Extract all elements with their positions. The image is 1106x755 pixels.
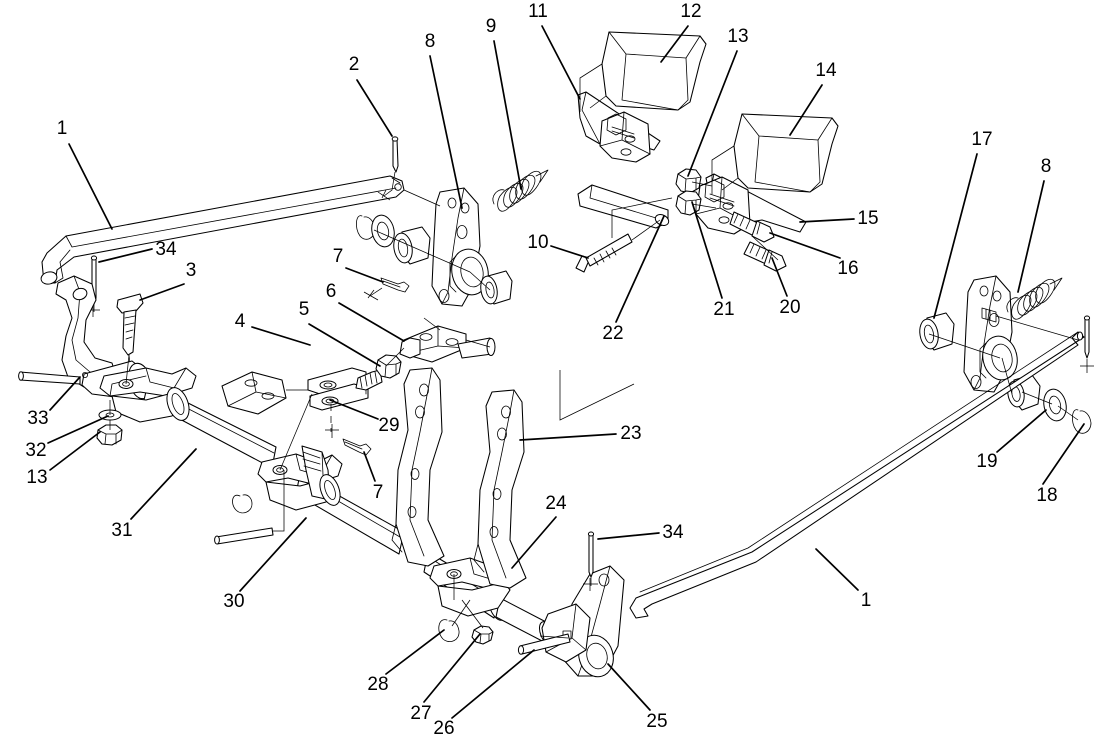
callout-number: 7 xyxy=(373,482,384,503)
assembly-guide-lines xyxy=(109,181,1079,639)
callout-number: 5 xyxy=(299,299,310,320)
part-cotter-pin-7-lower xyxy=(325,404,372,456)
callout-number: 9 xyxy=(486,16,497,37)
callout-number: 1 xyxy=(861,590,872,611)
callout-number: 28 xyxy=(367,674,388,695)
part-spring-9 xyxy=(492,169,549,212)
callout-number: 16 xyxy=(837,258,858,279)
part-right-long-rod-1 xyxy=(629,331,1085,619)
callout-number: 19 xyxy=(976,451,997,472)
callout-number: 22 xyxy=(602,323,623,344)
callout-number: 8 xyxy=(425,31,436,52)
part-nut-5 xyxy=(375,354,402,379)
callout-number: 17 xyxy=(971,129,992,150)
callout-number: 1 xyxy=(57,118,68,139)
callout-number: 32 xyxy=(25,440,46,461)
part-pedal-pad-14 xyxy=(711,113,839,194)
callout-number: 15 xyxy=(857,208,878,229)
callout-number: 8 xyxy=(1041,156,1052,177)
part-pin-34-right xyxy=(583,531,598,591)
part-bolt-20 xyxy=(743,241,787,272)
part-pin-34-left xyxy=(86,255,100,317)
callout-number: 2 xyxy=(349,54,360,75)
part-left-long-rod xyxy=(40,175,405,285)
callout-number: 23 xyxy=(620,423,641,444)
callout-number: 25 xyxy=(646,711,667,732)
part-link-6 xyxy=(399,317,496,363)
callout-number: 26 xyxy=(433,718,454,739)
part-pedal-arm-11 xyxy=(577,91,661,163)
part-clamp-block-left xyxy=(96,367,197,446)
callout-number: 6 xyxy=(326,281,337,302)
part-block-4 xyxy=(221,371,338,415)
part-bushing-17 xyxy=(919,312,955,351)
callout-number: 13 xyxy=(727,26,748,47)
callout-number: 31 xyxy=(111,520,132,541)
callout-number: 11 xyxy=(528,1,548,22)
part-yoke-29 xyxy=(307,367,383,411)
callout-number: 3 xyxy=(186,260,197,281)
callout-number: 20 xyxy=(779,297,800,318)
part-nut-13a xyxy=(675,168,702,194)
callout-number: 29 xyxy=(378,415,399,436)
callout-number: 21 xyxy=(713,299,734,320)
callout-number: 18 xyxy=(1036,485,1057,506)
callout-number: 33 xyxy=(27,408,48,429)
part-rod-22 xyxy=(577,184,673,238)
callout-number: 14 xyxy=(815,60,837,81)
part-bolt-16 xyxy=(729,211,775,243)
callout-number: 10 xyxy=(527,232,548,253)
part-cotter-pin-upper xyxy=(377,136,399,201)
part-lift-arm-left-23 xyxy=(391,367,445,567)
callout-number: 34 xyxy=(155,239,177,260)
part-pivot-arm-8-left xyxy=(431,187,513,307)
callout-number: 12 xyxy=(680,1,701,22)
part-pin-right-small xyxy=(1080,315,1094,373)
part-cotter-pin-7-upper xyxy=(363,277,410,301)
part-nut-13b xyxy=(675,190,702,216)
callout-number: 34 xyxy=(662,522,684,543)
part-carriage-bolt-3 xyxy=(116,293,144,382)
callout-number: 13 xyxy=(26,467,47,488)
part-bushings-left-of-arm8 xyxy=(356,214,431,265)
callout-number: 27 xyxy=(410,703,431,724)
callout-number: 7 xyxy=(333,246,344,267)
part-pivot-arm-8-right xyxy=(963,275,1018,393)
part-spring-8-right xyxy=(1006,277,1063,320)
callout-number: 4 xyxy=(235,311,246,332)
part-pedal-pad-12 xyxy=(579,31,707,112)
callout-leader-lines xyxy=(47,25,1085,719)
part-crank-arm-25 xyxy=(517,565,625,678)
part-clamp-block-mid xyxy=(214,445,343,545)
part-lift-arm-right-23 xyxy=(473,389,527,589)
callout-number: 30 xyxy=(223,591,244,612)
callout-number: 24 xyxy=(545,493,567,514)
part-bolt-10 xyxy=(575,233,633,273)
